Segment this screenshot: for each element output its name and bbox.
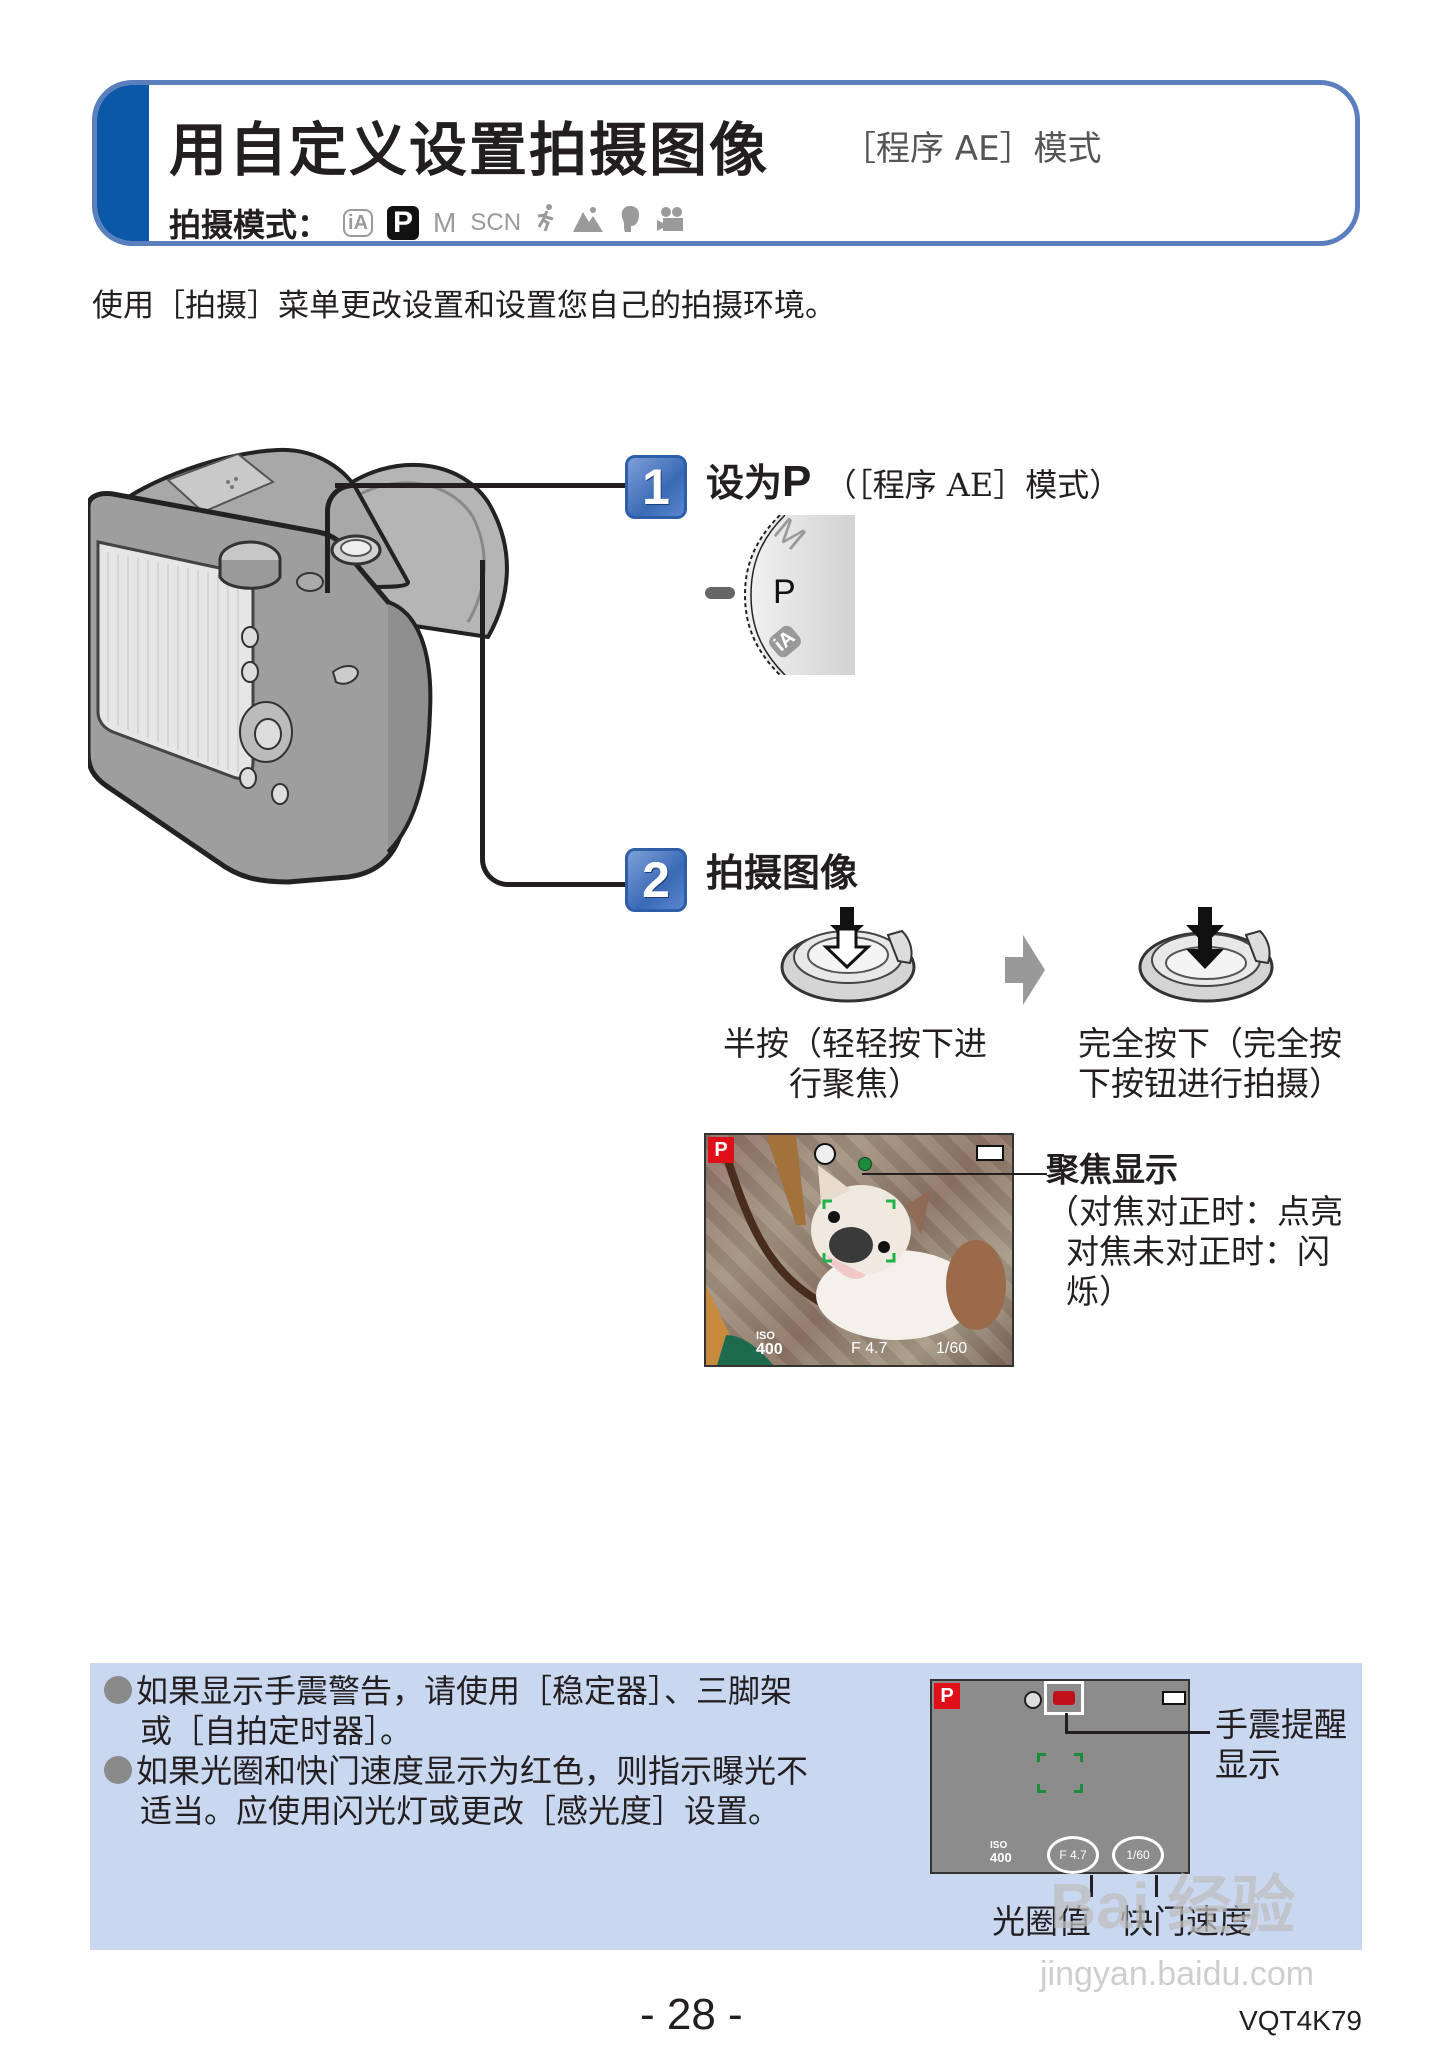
focus-desc-line2: 对焦未对正时：闪: [1066, 1232, 1330, 1271]
document-code: VQT4K79: [1239, 2005, 1362, 2036]
baidu-watermark-url: jingyan.baidu.com: [1040, 1955, 1315, 1993]
focus-display-title: 聚焦显示: [1046, 1150, 1178, 1189]
half-press-caption: 半按（轻轻按下进 行聚焦）: [700, 1024, 1010, 1104]
tip2-line1: 如果光圈和快门速度显示为红色，则指示曝光不: [136, 1752, 809, 1790]
tips-box: 如果显示手震警告，请使用［稳定器］、三脚架 或［自拍定时器］。 如果光圈和快门速…: [90, 1663, 1362, 1950]
camera-illustration: [85, 432, 548, 902]
half-press-caption-line2: 行聚焦）: [789, 1064, 921, 1103]
focus-desc-line1: （对焦对正时：点亮: [1046, 1192, 1343, 1231]
focus-desc-line3: 烁）: [1066, 1272, 1132, 1311]
step2-connector-curve: [480, 560, 520, 887]
screen-mode-indicator: P: [934, 1683, 960, 1709]
focus-display-desc: （对焦对正时：点亮 对焦未对正时：闪 烁）: [1046, 1192, 1343, 1312]
header-accent-bar: [97, 85, 149, 241]
step1-title-p: P: [782, 457, 812, 506]
focus-callout-line: [862, 1173, 1047, 1175]
iso-label: ISO: [756, 1330, 775, 1342]
shake-warning-label: 手震提醒 显示: [1215, 1705, 1347, 1785]
tip1-line1: 如果显示手震警告，请使用［稳定器］、三脚架: [136, 1672, 793, 1710]
step1-badge: 1: [625, 455, 687, 519]
tip-item-1: 如果显示手震警告，请使用［稳定器］、三脚架 或［自拍定时器］。: [104, 1671, 792, 1751]
page-number: - 28 -: [640, 1990, 743, 2039]
motion-picture-mode-icon: [657, 206, 687, 240]
half-press-caption-line1: 半按（轻轻按下进: [723, 1024, 987, 1063]
shutter-callout-line: [1155, 1875, 1158, 1897]
aperture-display: F 4.7: [851, 1340, 888, 1357]
intelligent-auto-mode-icon: iA: [343, 209, 374, 237]
step1-connector-curve: [325, 483, 355, 593]
manual-mode-icon: M: [433, 207, 457, 238]
full-press-illustration: [1138, 905, 1278, 1005]
af-frame: [1037, 1753, 1083, 1793]
mode-dial-closeup: M P iA: [705, 510, 855, 676]
iso-value: 400: [756, 1341, 783, 1358]
viewfinder-photo: P ISO 400 F 4.7 1/60: [704, 1133, 1014, 1367]
recording-modes-label: 拍摄模式：: [169, 206, 330, 244]
intro-text: 使用［拍摄］菜单更改设置和设置您自己的拍摄环境。: [92, 288, 836, 324]
focus-indicator-dot: [858, 1157, 872, 1171]
flash-off-icon: [1024, 1691, 1042, 1709]
step1-title-paren: （［程序 AE］模式）: [824, 466, 1122, 504]
scene-mode-icon: SCN: [470, 209, 522, 236]
iso-value: 400: [990, 1850, 1012, 1865]
step1-title: 设为P （［程序 AE］模式）: [706, 452, 1121, 507]
shutter-speed-label: 快门速度: [1120, 1902, 1252, 1941]
tip1-line2: 或［自拍定时器］。: [140, 1712, 413, 1750]
battery-icon: [1162, 1691, 1186, 1705]
mode-indicator-p: P: [708, 1137, 734, 1163]
bullet-icon: [104, 1756, 132, 1784]
page-subtitle: ［程序 AE］模式: [842, 129, 1102, 169]
shake-warning-highlight: [1044, 1681, 1084, 1715]
aperture-highlight: F 4.7: [1047, 1836, 1099, 1874]
full-press-caption-line2: 下按钮进行拍摄）: [1078, 1064, 1342, 1103]
sports-mode-icon: [535, 203, 559, 241]
step2-title: 拍摄图像: [706, 851, 859, 895]
shake-callout-vline: [1065, 1713, 1068, 1733]
dial-label-p: P: [773, 573, 796, 611]
full-press-caption: 完全按下（完全按 下按钮进行拍摄）: [1055, 1024, 1365, 1104]
shake-label-line1: 手震提醒: [1215, 1705, 1347, 1744]
iso-display: ISO 400: [756, 1331, 783, 1358]
shutter-highlight: 1/60: [1112, 1836, 1164, 1874]
camera-shake-icon: [1053, 1691, 1075, 1705]
program-ae-mode-icon: P: [387, 206, 420, 240]
shake-warning-screen: P ISO 400 F 4.7 1/60: [930, 1679, 1190, 1874]
shake-label-line2: 显示: [1215, 1745, 1281, 1784]
page-title: 用自定义设置拍摄图像: [169, 116, 770, 184]
dog-photo: [706, 1135, 1006, 1365]
aperture-callout-line: [1090, 1875, 1093, 1897]
tip2-line2: 适当。应使用闪光灯或更改［感光度］设置。: [140, 1792, 781, 1830]
step1-connector-line: [335, 483, 625, 488]
flash-off-icon: [814, 1143, 836, 1165]
bullet-icon: [104, 1676, 132, 1704]
full-press-caption-line1: 完全按下（完全按: [1078, 1024, 1342, 1063]
section-header: 用自定义设置拍摄图像 ［程序 AE］模式 拍摄模式： iA P M SCN: [92, 80, 1360, 246]
battery-icon: [976, 1145, 1004, 1161]
iso-display: ISO 400: [990, 1840, 1012, 1865]
tip-item-2: 如果光圈和快门速度显示为红色，则指示曝光不 适当。应使用闪光灯或更改［感光度］设…: [104, 1751, 808, 1831]
baidu-watermark-logo: Bai 经验: [1050, 1870, 1296, 1942]
next-arrow-icon: [1005, 935, 1045, 1005]
half-press-illustration: [780, 905, 920, 1005]
recording-modes-row: 拍摄模式： iA P M SCN: [169, 203, 687, 244]
step1-title-text: 设为: [706, 461, 783, 505]
shake-callout-hline: [1065, 1731, 1210, 1734]
step2-connector-line: [510, 882, 625, 887]
aperture-label: 光圈值: [992, 1902, 1091, 1941]
shutter-display: 1/60: [936, 1340, 968, 1357]
step2-badge: 2: [625, 848, 687, 912]
iso-label: ISO: [990, 1840, 1008, 1851]
portrait-mode-icon: [617, 204, 643, 241]
scenery-mode-icon: [573, 206, 604, 240]
